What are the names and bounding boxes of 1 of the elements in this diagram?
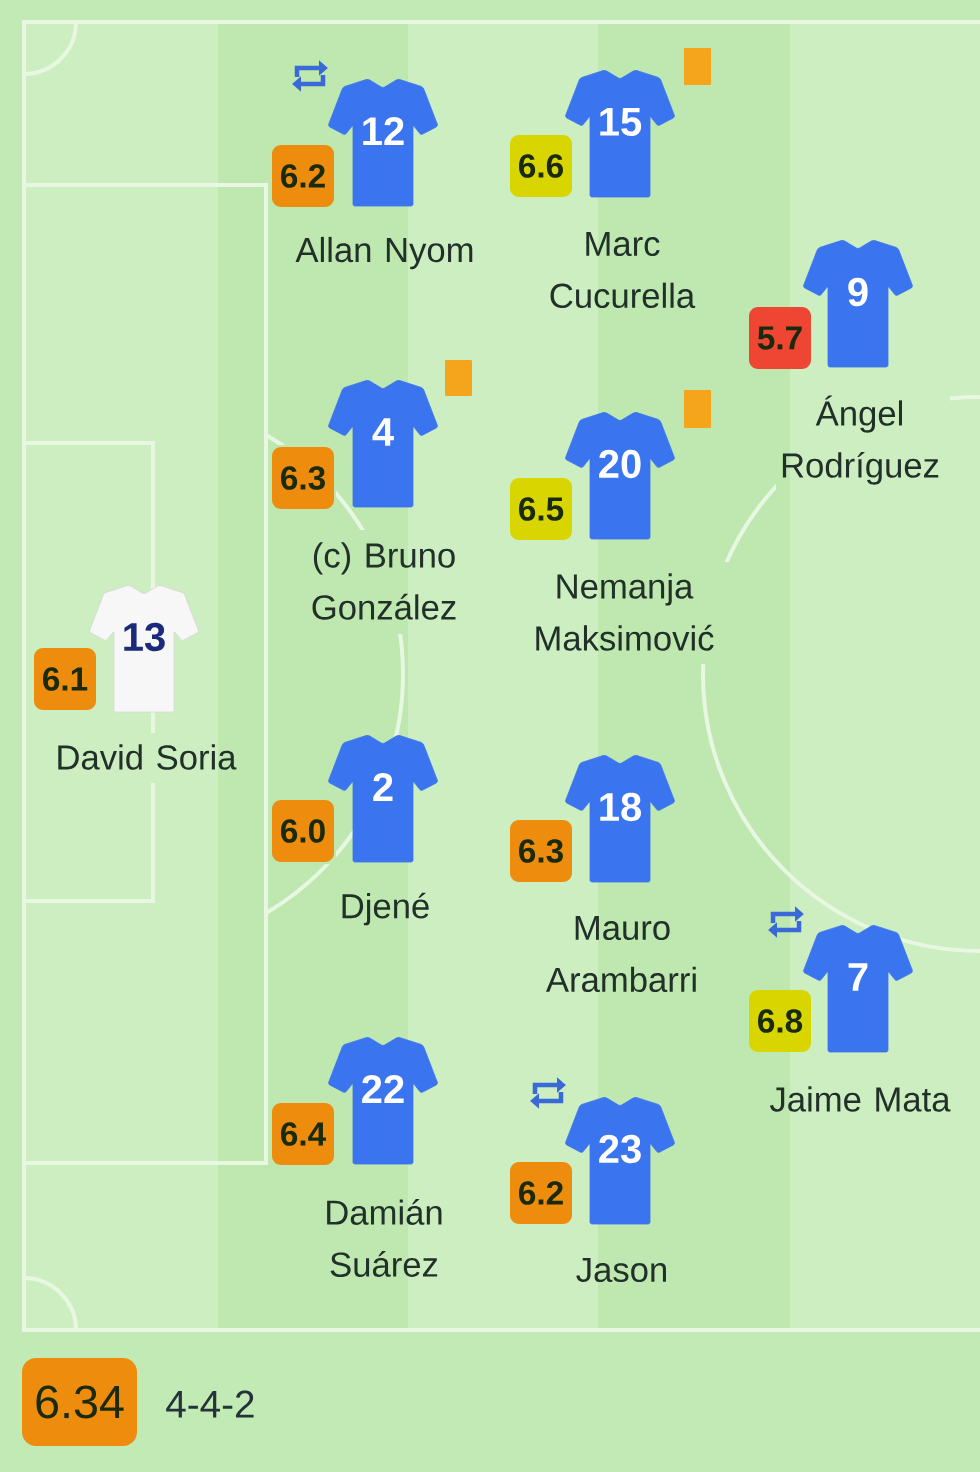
rating-badge: 6.34 <box>22 1358 137 1446</box>
